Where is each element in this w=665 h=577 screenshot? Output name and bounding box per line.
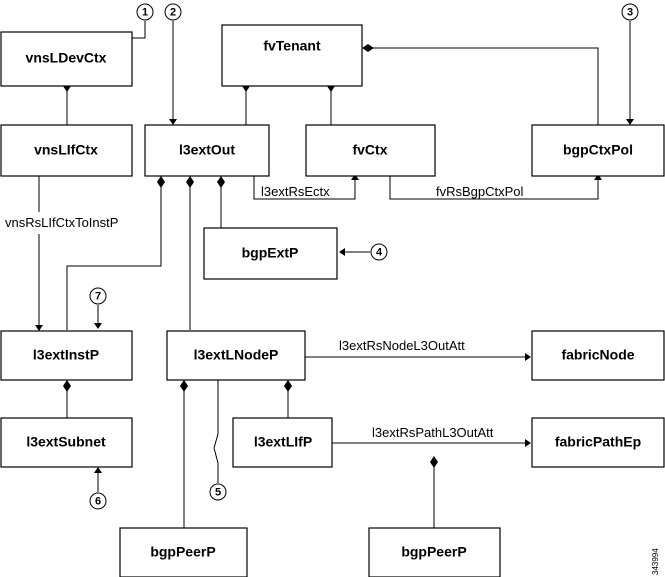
label-bgppeerp-left: bgpPeerP — [150, 544, 215, 560]
rel-label-l3extrspathl3outatt: l3extRsPathL3OutAtt — [372, 425, 494, 440]
label-fvtenant: fvTenant — [263, 38, 321, 54]
figure-id: 343994 — [651, 548, 660, 575]
callout-2-number: 2 — [170, 6, 176, 18]
label-l3extout: l3extOut — [179, 142, 235, 158]
label-bgpctxpol: bgpCtxPol — [563, 142, 633, 158]
diamond-fvtenant-bgpctxpol — [362, 44, 374, 52]
callout-5: 5 — [209, 483, 227, 501]
callout-7: 7 — [89, 287, 107, 305]
label-fabricnode: fabricNode — [561, 347, 634, 363]
diamond-l3extout-lnodep — [186, 176, 194, 188]
callout-6-number: 6 — [95, 495, 101, 507]
callout1-leader — [132, 21, 146, 39]
arrow-callout3 — [626, 119, 634, 125]
rel-label-l3extrsectx: l3extRsEctx — [261, 184, 330, 199]
label-bgppeerp-right: bgpPeerP — [401, 544, 466, 560]
edge-fvrsbgpctxpol — [389, 176, 599, 200]
diamond-lifp-bgppeer — [430, 456, 438, 468]
rel-label-fvrsbgpctxpol: fvRsBgpCtxPol — [436, 184, 524, 199]
box-fabricnode[interactable]: fabricNode — [531, 330, 665, 381]
callout-4: 4 — [370, 243, 388, 261]
box-l3extlnodep[interactable]: l3extLNodeP — [166, 330, 306, 381]
label-l3extlifp: l3extLIfP — [254, 434, 312, 450]
arrow-callout6 — [94, 467, 102, 473]
callout-5-number: 5 — [215, 486, 221, 498]
edge-callout5 — [213, 378, 219, 483]
diamond-l3extout-bgpextp — [217, 176, 225, 188]
box-fabricpathep[interactable]: fabricPathEp — [531, 417, 665, 468]
box-l3extlifp[interactable]: l3extLIfP — [232, 417, 333, 468]
label-fabricpathep: fabricPathEp — [555, 434, 641, 450]
callout-3: 3 — [621, 3, 639, 21]
diamond-l3extout-instp — [157, 176, 165, 188]
box-vnslifctx[interactable]: vnsLIfCtx — [0, 124, 133, 177]
edges — [38, 21, 631, 528]
edge-l3extrsectx — [253, 176, 356, 200]
box-l3extout[interactable]: l3extOut — [144, 124, 270, 177]
box-fvtenant[interactable]: fvTenant — [221, 24, 363, 87]
arrow-callout4 — [339, 248, 345, 256]
label-vnslifctx: vnsLIfCtx — [34, 142, 98, 158]
box-fvctx[interactable]: fvCtx — [305, 124, 436, 177]
callout-1-number: 1 — [142, 6, 148, 18]
diamond-lnodep-lifp — [284, 380, 292, 392]
arrow-nodel3outatt — [525, 353, 531, 361]
callout-7-number: 7 — [95, 290, 101, 302]
label-l3extsubnet: l3extSubnet — [26, 434, 106, 450]
label-l3extinstp: l3extInstP — [33, 347, 99, 363]
arrow-l3extrsectx — [351, 174, 359, 180]
arrow-callout7 — [94, 323, 102, 329]
box-l3extsubnet[interactable]: l3extSubnet — [0, 417, 133, 468]
callout-2: 2 — [164, 3, 182, 21]
label-vnsldevctx: vnsLDevCtx — [26, 50, 107, 66]
arrow-fvrsbgpctxpol — [594, 174, 602, 180]
diamond-lnodep-bgppeer — [180, 380, 188, 392]
box-bgpctxpol[interactable]: bgpCtxPol — [531, 124, 665, 177]
arrow-callout2 — [169, 119, 177, 125]
edge-l3extout-l3extinstp — [66, 183, 162, 330]
box-l3extinstp[interactable]: l3extInstP — [0, 330, 133, 381]
box-bgppeerp-right[interactable]: bgpPeerP — [368, 527, 501, 577]
arrowheads — [35, 34, 634, 473]
box-bgpextp[interactable]: bgpExtP — [203, 227, 338, 280]
label-l3extlnodep: l3extLNodeP — [194, 347, 279, 363]
label-bgpextp: bgpExtP — [242, 245, 299, 261]
box-bgppeerp-left[interactable]: bgpPeerP — [119, 527, 248, 577]
arrow-pathl3outatt — [525, 439, 531, 447]
rel-label-vnsrslifctxtoinstp: vnsRsLIfCtxToInstP — [5, 215, 118, 230]
label-fvctx: fvCtx — [352, 142, 387, 158]
callout-4-number: 4 — [376, 246, 383, 258]
callout-3-number: 3 — [627, 6, 633, 18]
rel-label-l3extrsnodel3outatt: l3extRsNodeL3OutAtt — [339, 338, 465, 353]
box-vnsldevctx[interactable]: vnsLDevCtx — [0, 31, 133, 87]
callout-6: 6 — [89, 492, 107, 510]
callout-1: 1 — [136, 3, 154, 21]
arrow-vnsrs — [35, 325, 43, 331]
edge-fvtenant-bgpctxpol — [368, 47, 599, 125]
diamond-l3extinstp — [63, 380, 71, 392]
